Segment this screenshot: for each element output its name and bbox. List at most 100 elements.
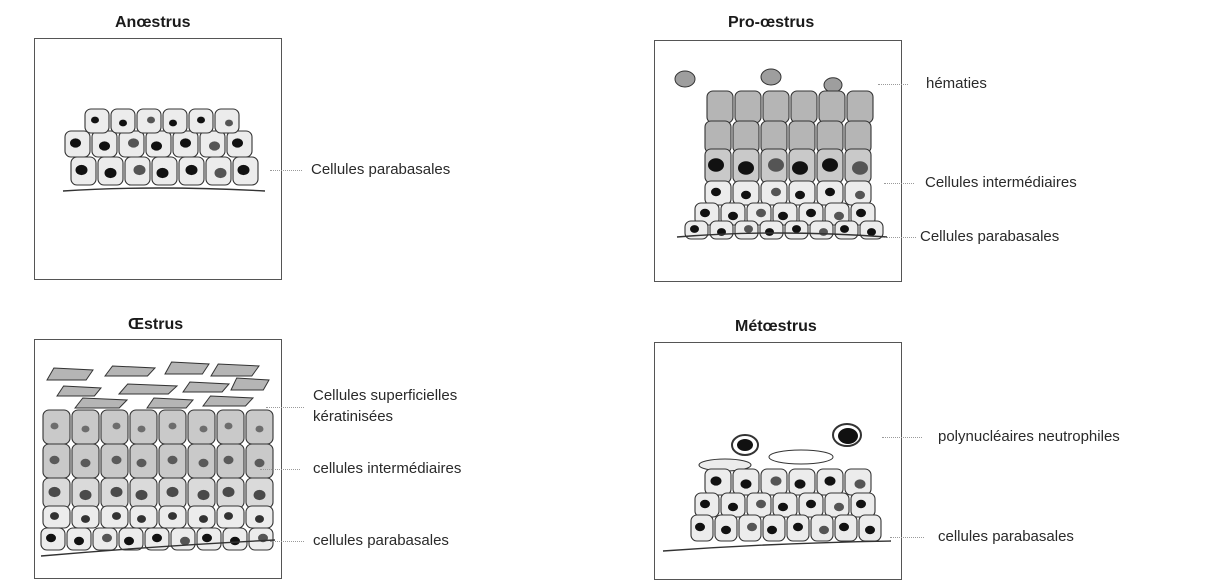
pro-parabasal-bottom-nucleus (690, 225, 699, 233)
metoestrus-epithelium-drawing (655, 343, 903, 581)
oes-intermediate-lower-nucleus (136, 490, 148, 500)
oes-intermediate-lower-nucleus (111, 487, 123, 497)
met-parabasal-bottom-nucleus (839, 523, 849, 532)
met-flat-cell (769, 450, 833, 464)
oes-keratinized-flake (47, 368, 93, 380)
oes-superficial-nucleus (225, 423, 233, 430)
label-oes-keratinized: kératinisées (313, 407, 393, 427)
oes-parabasal-upper-nucleus (137, 515, 146, 523)
met-parabasal-mid-nucleus (756, 500, 766, 509)
pro-intermediate-lower-nucleus (825, 188, 835, 197)
oes-intermediate-nucleus (81, 459, 91, 468)
met-parabasal-bottom-nucleus (793, 523, 803, 532)
pro-parabasal-bottom-nucleus (819, 228, 828, 236)
pro-parabasal-nucleus (756, 209, 766, 218)
pro-parabasal-nucleus (700, 209, 710, 218)
oes-intermediate-lower-nucleus (223, 487, 235, 497)
oes-intermediate-lower-nucleus (49, 487, 61, 497)
oes-parabasal-nucleus (46, 534, 56, 543)
oes-superficial-nucleus (82, 426, 90, 433)
pro-intermediate-lower-nucleus (711, 188, 721, 197)
oes-keratinized-flake (203, 396, 253, 406)
met-parabasal-bottom-nucleus (865, 526, 875, 535)
pro-superficial-2-cell (705, 121, 731, 153)
anoestrus-parabasal-top-nucleus (180, 138, 191, 147)
oes-parabasal-nucleus (230, 537, 240, 546)
oes-superficial-nucleus (169, 423, 177, 430)
met-parabasal-bottom-nucleus (767, 526, 777, 535)
label-oes-intermediate: cellules intermédiaires (313, 459, 461, 479)
oes-intermediate-nucleus (112, 456, 122, 465)
anoestrus-parabasal-bottom-nucleus (238, 165, 250, 175)
oes-parabasal-upper-nucleus (81, 515, 90, 523)
pro-superficial-cell (847, 91, 873, 123)
oes-parabasal-nucleus (202, 534, 212, 543)
met-parabasal-top-nucleus (771, 476, 782, 485)
oes-superficial-nucleus (138, 426, 146, 433)
oes-intermediate-nucleus (168, 456, 178, 465)
pro-parabasal-nucleus (834, 212, 844, 221)
oes-parabasal-upper-nucleus (168, 512, 177, 520)
oes-keratinized-flake (105, 366, 155, 376)
pro-parabasal-bottom-nucleus (765, 228, 774, 236)
anoestrus-epithelium-drawing (35, 39, 283, 281)
met-parabasal-mid-nucleus (700, 500, 710, 509)
oes-keratinized-flake (211, 364, 259, 376)
anoestrus-parabasal-upper-nucleus (91, 117, 99, 124)
oes-parabasal-nucleus (124, 537, 134, 546)
pro-superficial-2-cell (733, 121, 759, 153)
met-parabasal-bottom-nucleus (695, 523, 705, 532)
panel-pro-oestrus (654, 40, 902, 282)
label-met-neutrophils: polynucléaires neutrophiles (938, 427, 1120, 447)
pro-parabasal-nucleus (856, 209, 866, 218)
panel-metoestrus (654, 342, 902, 580)
oes-intermediate-nucleus (199, 459, 209, 468)
leader-met-parabasal (890, 537, 924, 538)
pro-parabasal-bottom-nucleus (867, 228, 876, 236)
met-neutrophil-nucleus (737, 439, 753, 451)
anoestrus-parabasal-bottom-nucleus (157, 168, 169, 178)
met-parabasal-top-nucleus (855, 479, 866, 488)
oes-keratinized-flake (147, 398, 193, 408)
oes-keratinized-flake (75, 398, 127, 408)
oes-superficial-nucleus (200, 426, 208, 433)
pro-parabasal-bottom-nucleus (792, 225, 801, 233)
met-parabasal-bottom-nucleus (721, 526, 731, 535)
leader-oes-intermediate (260, 469, 300, 470)
leader-met-neutrophils (882, 437, 922, 438)
oes-intermediate-nucleus (137, 459, 147, 468)
panel-title-pro-oestrus: Pro-œstrus (728, 14, 814, 32)
met-parabasal-top-nucleus (711, 476, 722, 485)
anoestrus-parabasal-top-nucleus (232, 138, 243, 147)
oes-parabasal-upper-nucleus (224, 512, 233, 520)
oes-intermediate-nucleus (255, 459, 265, 468)
anoestrus-parabasal-top-nucleus (128, 138, 139, 147)
oes-superficial-nucleus (113, 423, 121, 430)
pro-intermediate-nucleus (738, 161, 754, 175)
pro-parabasal-bottom-nucleus (744, 225, 753, 233)
oes-keratinized-flake (119, 384, 177, 394)
leader-pro-hematies (878, 84, 908, 85)
anoestrus-parabasal-bottom-nucleus (134, 165, 146, 175)
pro-intermediate-nucleus (768, 158, 784, 172)
oes-intermediate-lower-nucleus (80, 490, 92, 500)
anoestrus-parabasal-upper-nucleus (119, 120, 127, 127)
panel-anoestrus (34, 38, 282, 280)
oes-parabasal-nucleus (152, 534, 162, 543)
pro-superficial-2-cell (761, 121, 787, 153)
oes-keratinized-flake (231, 378, 269, 390)
anoestrus-parabasal-upper-nucleus (225, 120, 233, 127)
pro-intermediate-lower-nucleus (855, 191, 865, 200)
pro-superficial-2-cell (845, 121, 871, 153)
met-parabasal-mid-nucleus (778, 503, 788, 512)
pro-parabasal-nucleus (806, 209, 816, 218)
oes-parabasal-upper-nucleus (255, 515, 264, 523)
pro-superficial-cell (707, 91, 733, 123)
met-parabasal-top-nucleus (795, 479, 806, 488)
leader-anoestrus-parabasal (270, 170, 302, 171)
met-parabasal-bottom-nucleus (747, 523, 757, 532)
pro-superficial-cell (819, 91, 845, 123)
met-parabasal-mid-nucleus (806, 500, 816, 509)
leader-oes-superficial (266, 407, 304, 408)
met-neutrophil-nucleus (838, 428, 858, 444)
